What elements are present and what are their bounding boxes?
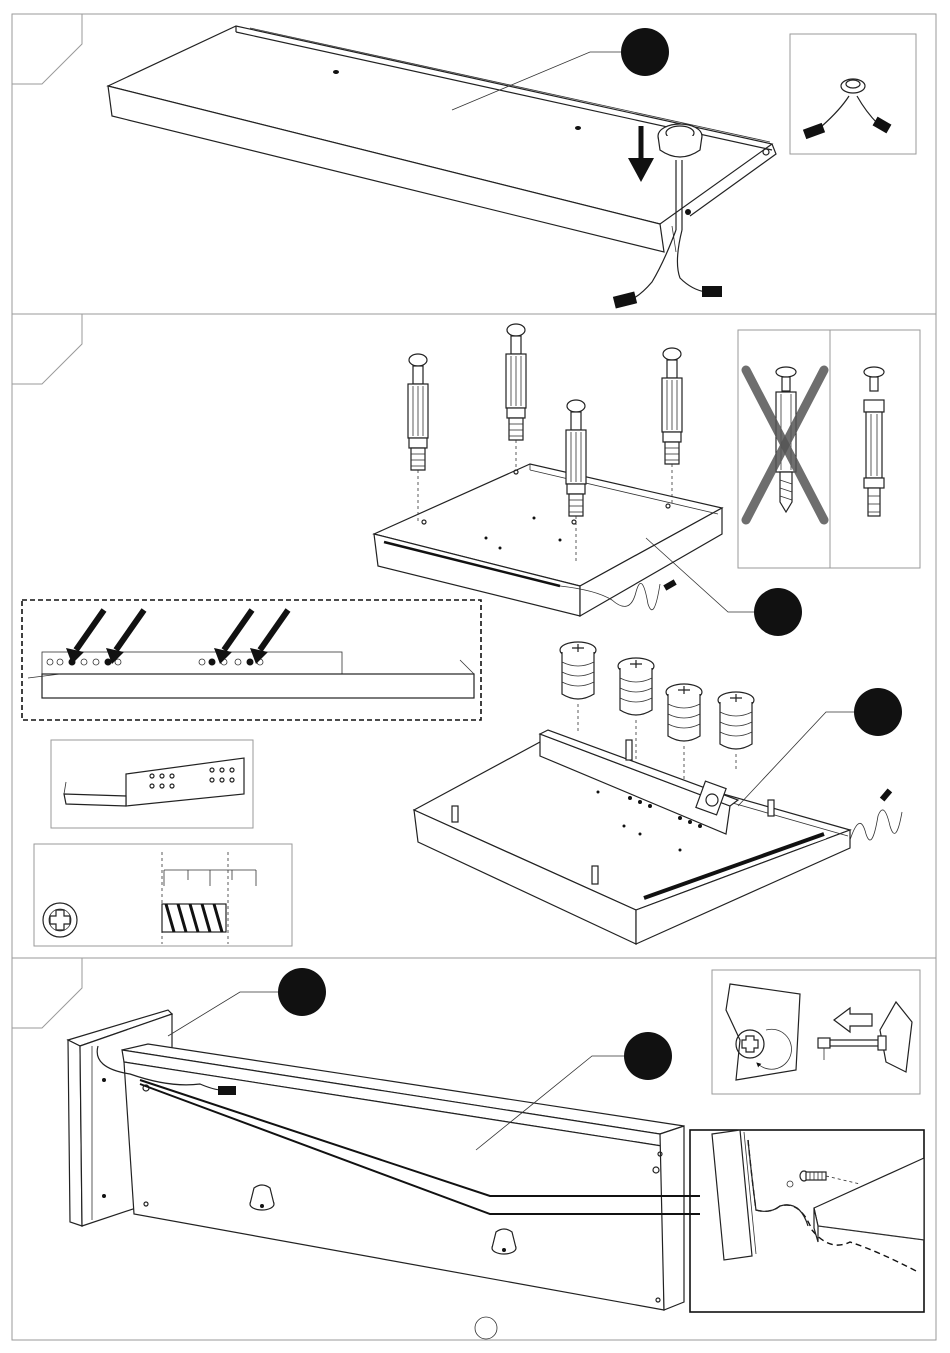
step-2-upper-board [374,464,722,616]
step-3-corner-tab [12,958,82,1028]
cam-lock-rotation-inset [712,970,920,1094]
cross-head-icon [43,903,77,937]
page-number-circle [475,1317,497,1339]
cam-bolt-check-inset [738,330,920,568]
step-2-corner-tab [12,314,82,384]
slide-side-view-inset [51,740,253,828]
slide-holes [47,659,263,666]
slide-hole-detail-inset [22,600,481,720]
dowel-detail-inset [34,844,292,946]
screw-icon [800,1171,826,1181]
wire-routing-zoom-inset [690,1130,924,1312]
step-2-lower-callout [738,688,902,806]
left-arrow-icon [834,1008,872,1032]
grommet-inset [790,34,916,154]
step-3-upper-callout [168,968,326,1036]
step-2-lower-cable [850,788,902,840]
hole-arrow-icon [66,610,288,664]
step-1-corner-tab [12,14,82,84]
